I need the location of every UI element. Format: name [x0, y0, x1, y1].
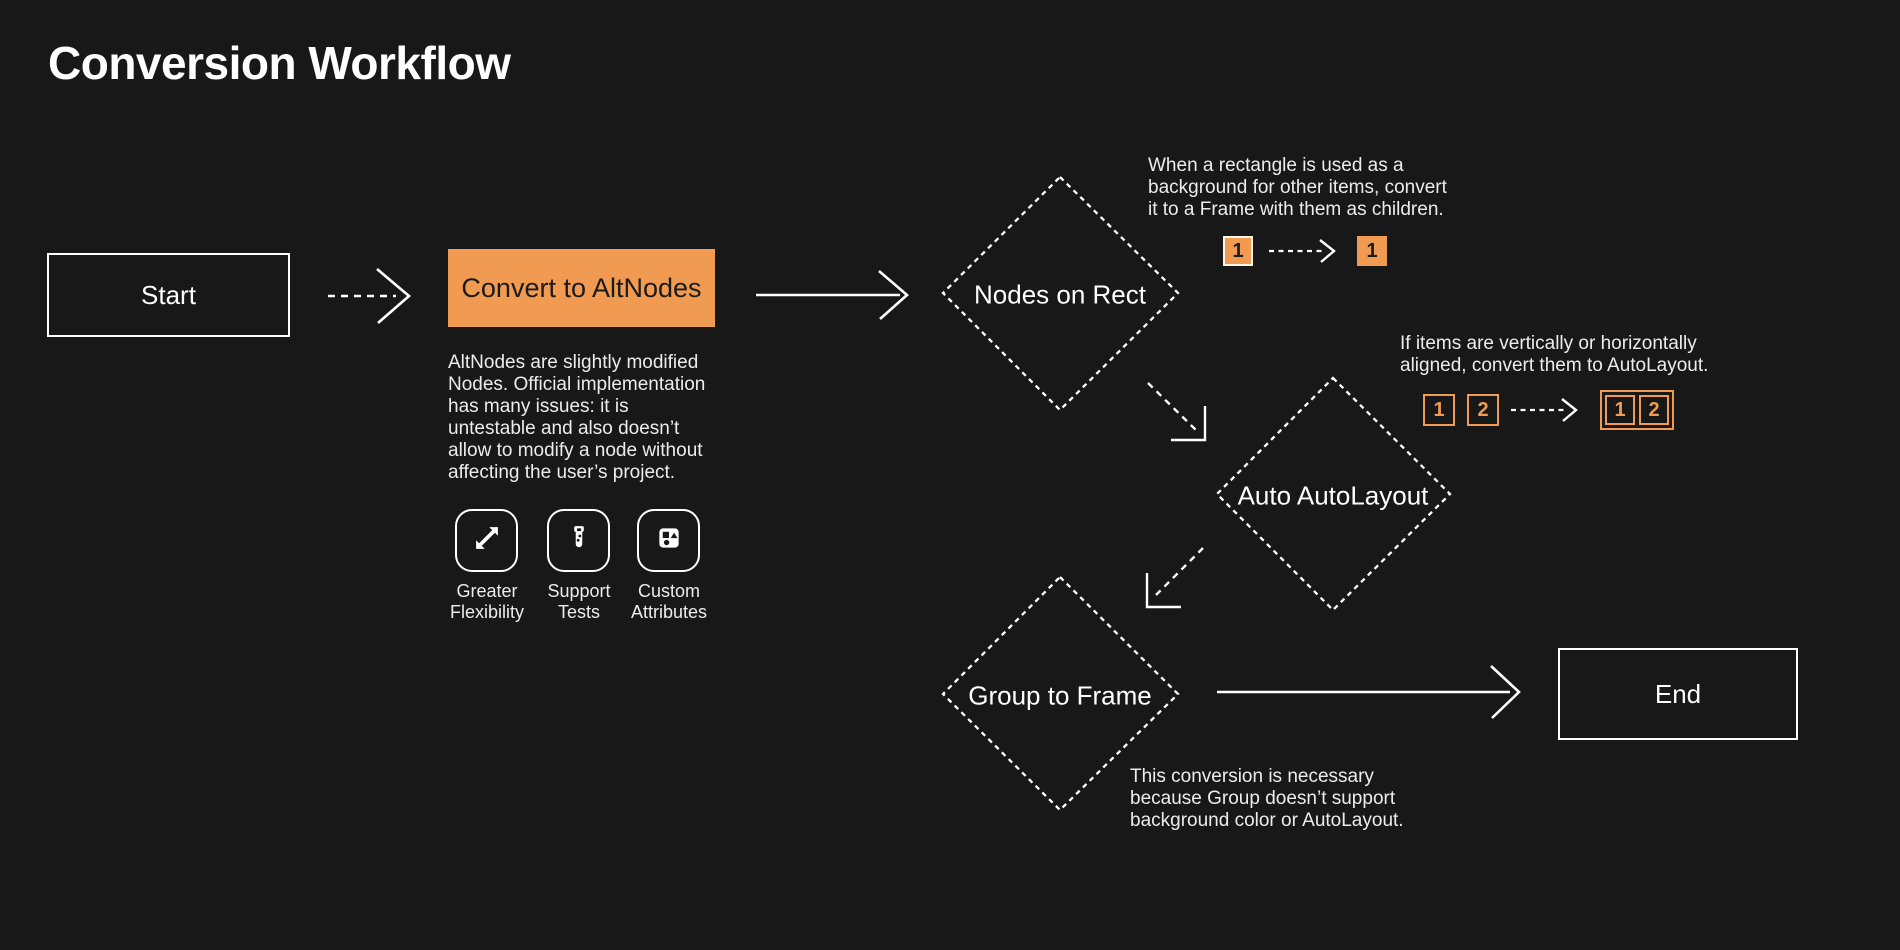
arrowhead-rect-to-autolayout	[1171, 406, 1207, 442]
note-auto-autolayout: If items are vertically or horizontally …	[1400, 333, 1709, 376]
chip-align-before-1: 1	[1423, 394, 1455, 426]
diamond-nodes-on-rect	[941, 175, 1180, 412]
chip-align-before-2: 2	[1467, 394, 1499, 426]
feature-label-custom-attributes: Custom Attributes	[630, 581, 708, 622]
feature-card-support-tests	[547, 509, 610, 572]
chip-align-after-1: 1	[1605, 395, 1635, 425]
note-nodes-on-rect: When a rectangle is used as a background…	[1148, 155, 1447, 220]
note-altnodes: AltNodes are slightly modified Nodes. Of…	[448, 352, 706, 483]
note-group-to-frame: This conversion is necessary because Gro…	[1130, 766, 1404, 831]
mini-dashed-arrow-icon	[1511, 398, 1578, 422]
page-title: Conversion Workflow	[48, 37, 511, 89]
node-convert-to-altnodes: Convert to AltNodes	[448, 249, 715, 327]
diamond-label-auto-autolayout: Auto AutoLayout	[1237, 480, 1429, 511]
feature-card-custom-attributes	[637, 509, 700, 572]
chip-rect-after: 1	[1357, 236, 1387, 266]
chip-align-after-2: 2	[1639, 395, 1669, 425]
expand-icon	[470, 521, 504, 560]
arrowhead-start-to-convert	[376, 268, 411, 324]
feature-card-greater-flexibility	[455, 509, 518, 572]
chip-group-autolayout: 1 2	[1600, 390, 1674, 430]
diamond-label-nodes-on-rect: Nodes on Rect	[974, 279, 1146, 310]
node-start: Start	[47, 253, 290, 337]
shapes-icon	[652, 521, 686, 560]
diamond-group-to-frame	[941, 575, 1180, 812]
diamond-label-group-to-frame: Group to Frame	[968, 680, 1152, 711]
node-start-label: Start	[141, 279, 196, 310]
test-tube-icon	[562, 521, 596, 560]
feature-label-greater-flexibility: Greater Flexibility	[449, 581, 524, 622]
chip-rect-before: 1	[1223, 236, 1253, 266]
node-end-label: End	[1654, 678, 1702, 709]
arrow-autolayout-to-group	[1153, 547, 1204, 598]
arrowhead-group-to-end	[1490, 665, 1521, 719]
node-convert-label: Convert to AltNodes	[461, 272, 702, 303]
feature-label-support-tests: Support Tests	[547, 581, 611, 622]
node-end: End	[1558, 648, 1798, 740]
arrowhead-autolayout-to-group	[1145, 573, 1181, 609]
arrow-rect-to-autolayout	[1147, 382, 1200, 434]
arrowhead-convert-to-rect	[878, 270, 909, 320]
mini-dashed-arrow-icon	[1269, 239, 1336, 263]
